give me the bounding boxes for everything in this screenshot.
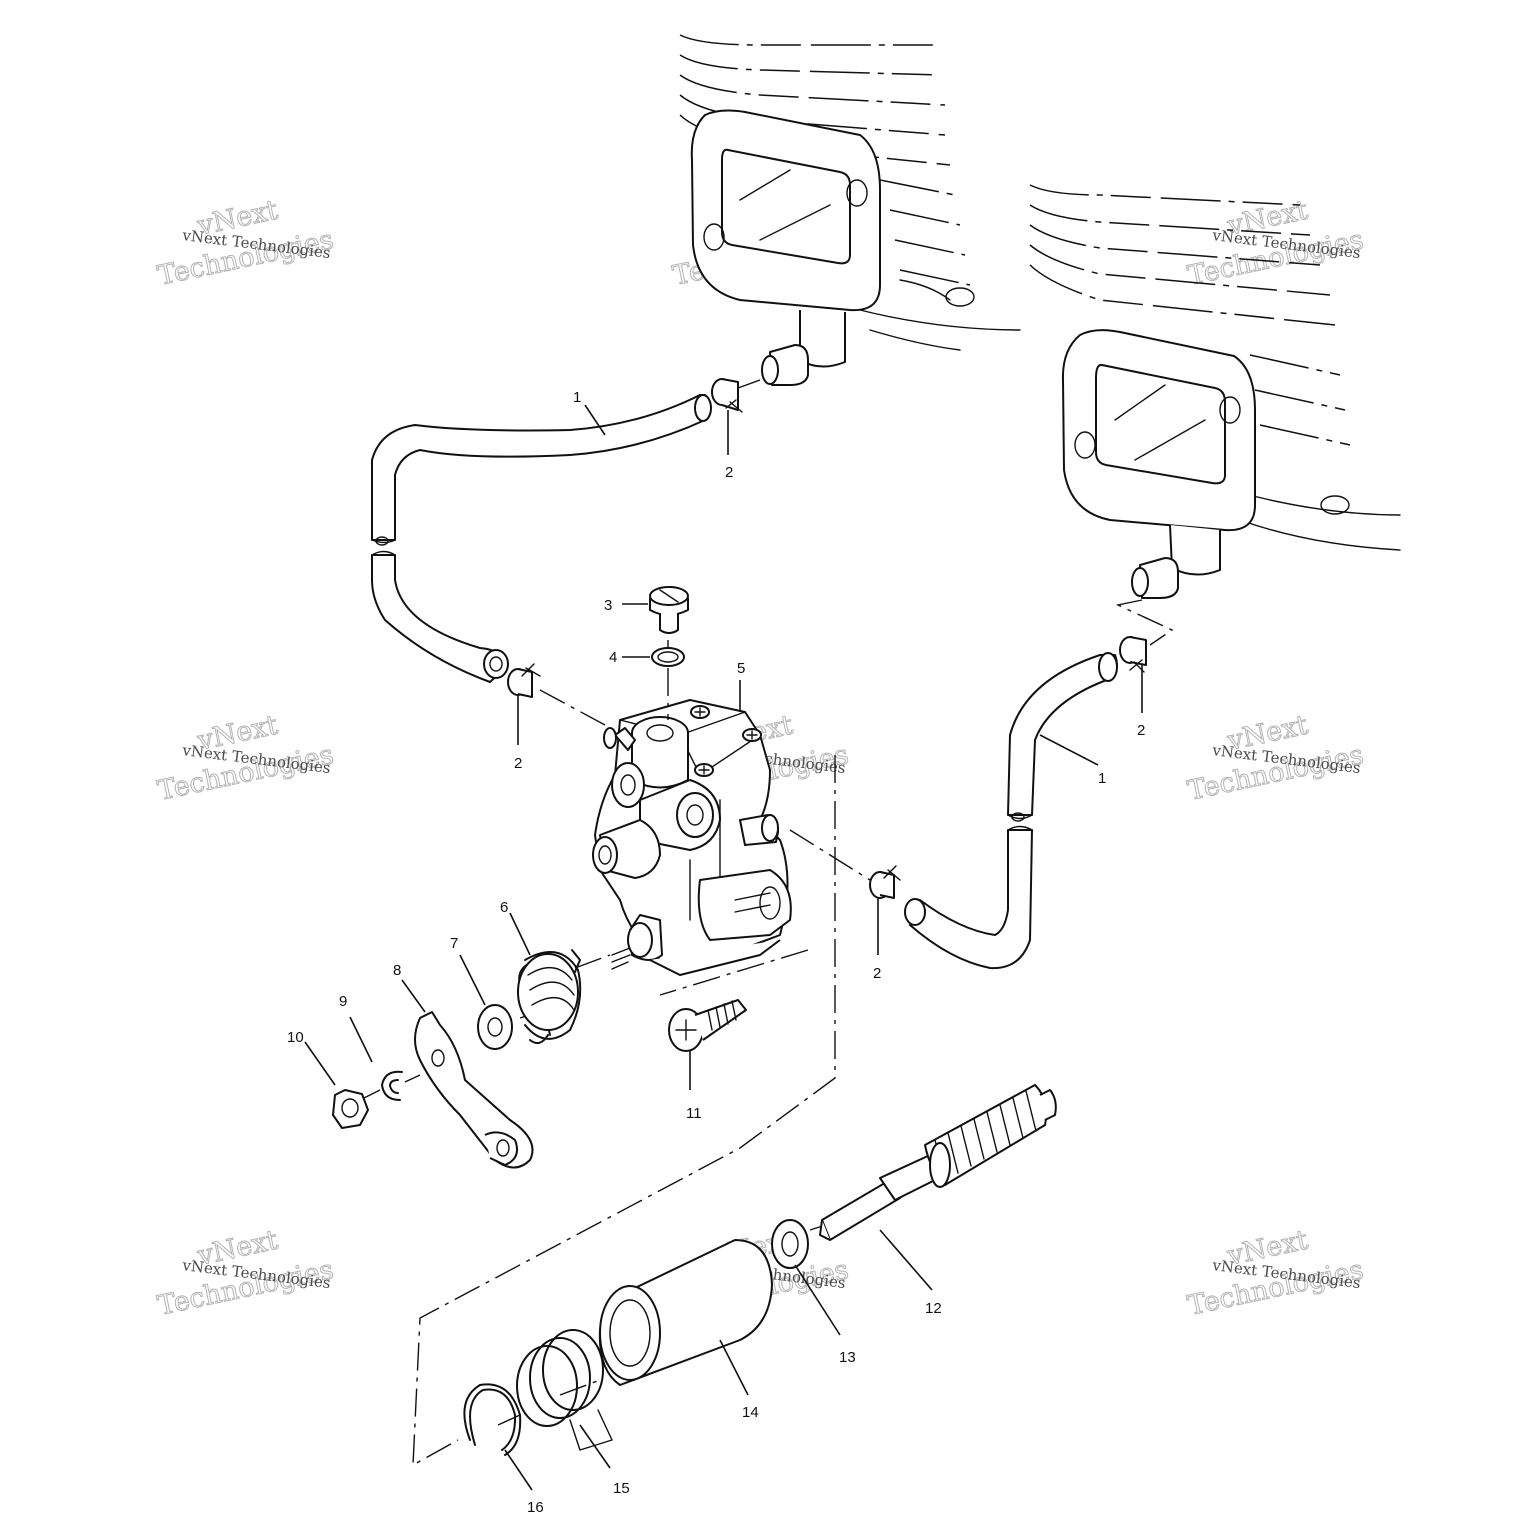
oil-hose-right: [904, 652, 1118, 970]
pump-drive-shaft: [819, 1084, 1057, 1241]
return-spring: [517, 949, 582, 1045]
lever-washer: [477, 1004, 513, 1050]
callout-11: 11: [686, 1105, 702, 1122]
exhaust-flange-left: [690, 109, 881, 386]
exhaust-flange-right: [1061, 329, 1256, 599]
leader-lines: [304, 404, 1143, 1491]
thrust-washer: [771, 1219, 809, 1269]
callout-10: 10: [287, 1029, 304, 1046]
callout-15: 15: [613, 1480, 630, 1497]
callout-4: 4: [609, 649, 617, 666]
callout-7: 7: [450, 935, 458, 952]
watermark-top-right: vNext Technologies vNext Technologies: [1185, 194, 1367, 292]
watermark-top-left: vNext Technologies vNext Technologies: [155, 194, 337, 292]
callout-1-right: 1: [1098, 770, 1106, 787]
banjo-bolt: [649, 586, 689, 634]
callout-2-top-left: 2: [725, 464, 733, 481]
callout-5: 5: [737, 660, 745, 677]
callout-1-left: 1: [573, 389, 581, 406]
pump-control-lever: [414, 1011, 534, 1169]
callout-3: 3: [604, 597, 612, 614]
callout-2-pump-left: 2: [514, 755, 522, 772]
callout-9: 9: [339, 993, 347, 1010]
snap-ring: [463, 1383, 522, 1456]
hose-clamp-right: [1119, 636, 1147, 673]
hose-clamp-top-left: [711, 378, 743, 413]
watermark-middle-right: vNext Technologies vNext Technologies: [1185, 709, 1367, 807]
callout-6: 6: [500, 899, 508, 916]
watermark-middle-left: vNext Technologies vNext Technologies: [155, 709, 337, 807]
cylinder-right: [1029, 184, 1401, 551]
hose-clamp-pump-left: [507, 663, 541, 698]
shaft-collar: [598, 1239, 773, 1386]
oil-pump-body: [592, 699, 792, 976]
callout-16: 16: [527, 1499, 544, 1516]
callout-14: 14: [742, 1404, 759, 1421]
callout-13: 13: [839, 1349, 856, 1366]
retaining-clip: [381, 1070, 403, 1101]
watermark-bottom-left: vNext Technologies vNext Technologies: [155, 1224, 337, 1322]
callout-2-right: 2: [1137, 722, 1145, 739]
callout-2-pump-right: 2: [873, 965, 881, 982]
watermark-bottom-right: vNext Technologies vNext Technologies: [1185, 1224, 1367, 1322]
mounting-screw: [668, 999, 747, 1052]
sealing-washer-top: [651, 647, 685, 667]
lock-nut: [332, 1089, 369, 1129]
oil-hose-left: [371, 394, 712, 683]
hose-clamp-pump-right: [869, 865, 901, 899]
callout-12: 12: [925, 1300, 942, 1317]
callout-8: 8: [393, 962, 401, 979]
compression-spring: [516, 1329, 613, 1451]
